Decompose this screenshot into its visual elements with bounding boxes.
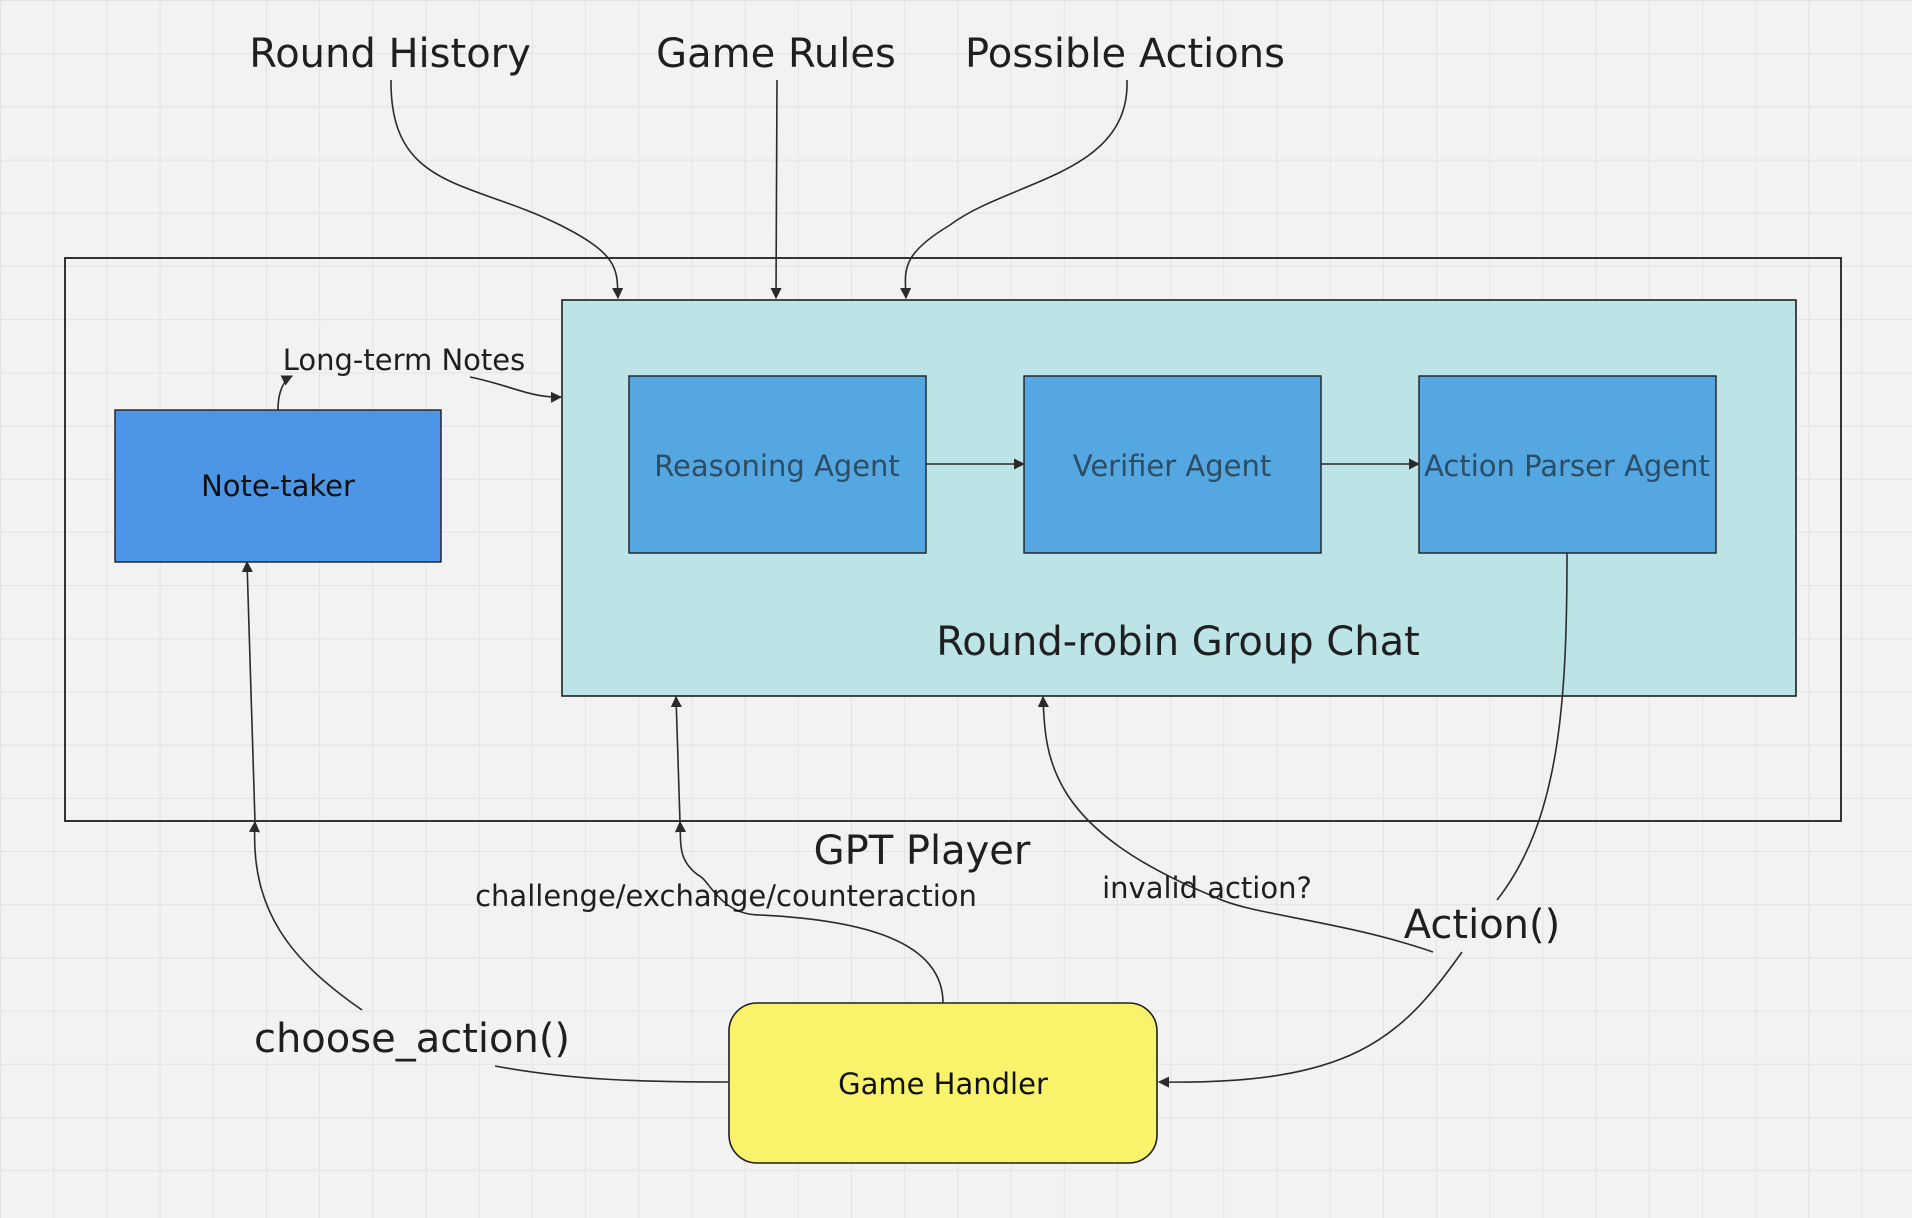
note-taker-box[interactable] (114, 409, 442, 563)
edge-long-term-notes (277, 375, 294, 411)
reasoning-agent-label: Reasoning Agent (654, 449, 900, 483)
challenge-label: challenge/exchange/counteraction (475, 879, 977, 913)
edge-challenge (674, 820, 944, 1004)
game-handler-label: Game Handler (838, 1067, 1048, 1101)
action-parser-agent-label: Action Parser Agent (1424, 449, 1710, 483)
game-rules-label: Game Rules (656, 31, 896, 77)
edge-possible-actions (900, 79, 1128, 300)
edge-notes-to-chat (469, 376, 563, 403)
invalid-action-label: invalid action? (1102, 871, 1312, 905)
group-chat-label: Round-robin Group Chat (936, 619, 1420, 665)
reasoning-agent-box[interactable] (628, 375, 927, 554)
gpt-player-label: GPT Player (814, 828, 1031, 874)
edge-invalid-action (1037, 695, 1434, 953)
possible-actions-label: Possible Actions (965, 31, 1285, 77)
choose-action-label: choose_action() (254, 1016, 570, 1062)
edge-choose-to-player (248, 820, 363, 1011)
edge-round-history (390, 79, 624, 300)
gpt-player-frame (64, 257, 1842, 822)
edge-to-note-taker (241, 560, 256, 823)
edge-game-rules (770, 79, 782, 300)
round-history-label: Round History (249, 31, 531, 77)
verifier-agent-box[interactable] (1023, 375, 1322, 554)
action-label: Action() (1404, 902, 1560, 948)
verifier-agent-label: Verifier Agent (1073, 449, 1272, 483)
edge-parser-to-action (1496, 552, 1568, 901)
edge-action-to-handler (1157, 951, 1463, 1088)
edge-challenge-upper (670, 695, 682, 823)
note-taker-label: Note-taker (201, 469, 355, 503)
edge-choose-action (494, 1065, 730, 1083)
long-term-notes-label: Long-term Notes (283, 343, 526, 377)
